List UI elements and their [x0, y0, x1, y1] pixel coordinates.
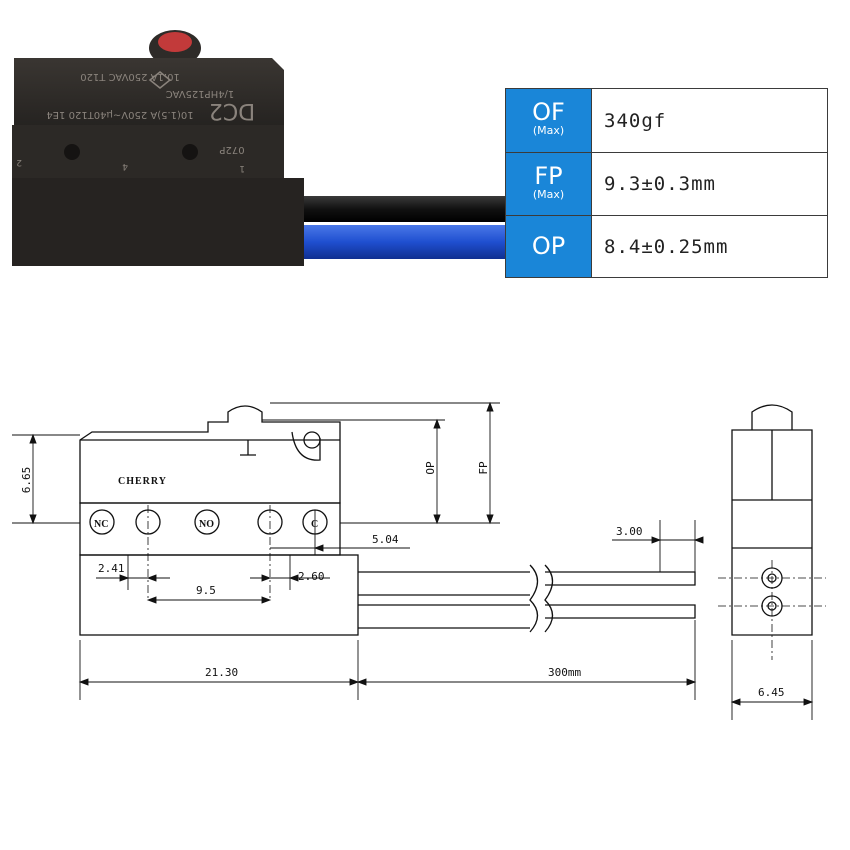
dim-wire-spacing: 3.00 — [616, 525, 643, 538]
spec-key-label: OF — [532, 98, 565, 126]
marking-rating-3: 10(1.5)A 250V~μ40T120 1E4 — [46, 109, 193, 120]
terminal-c-label: C — [311, 519, 318, 530]
spec-value-of: 340gf — [604, 109, 667, 132]
marking-term-1: 1 — [239, 163, 245, 173]
marking-term-3: 4 — [122, 161, 128, 171]
spec-row-fp: FP (Max) 9.3±0.3mm — [506, 152, 827, 215]
dim-c-pitch: 2.60 — [298, 570, 325, 583]
spec-value-op: 8.4±0.25mm — [604, 235, 729, 258]
spec-key-qualifier: (Max) — [532, 124, 565, 137]
logo-mark-icon — [148, 71, 172, 89]
marking-term-2: 2 — [16, 157, 22, 167]
terminal-no-label: NO — [199, 519, 214, 530]
dim-height: 6.65 — [20, 467, 33, 494]
dim-width: 6.45 — [758, 686, 785, 699]
marking-model: DC2 — [209, 98, 255, 123]
spec-key-op: OP — [506, 216, 592, 277]
dim-pitch: 9.5 — [196, 584, 216, 597]
marking-rating-2: 1/4HP125VAC — [166, 88, 235, 99]
black-wire — [282, 196, 510, 222]
blue-wire — [282, 225, 510, 259]
dim-length: 21.30 — [205, 666, 238, 679]
spec-row-of: OF (Max) 340gf — [506, 89, 827, 152]
spec-row-op: OP 8.4±0.25mm — [506, 215, 827, 277]
spec-key-of: OF (Max) — [506, 89, 592, 152]
switch-body-middle — [12, 125, 284, 180]
spec-table: OF (Max) 340gf FP (Max) 9.3±0.3mm OP 8.4… — [505, 88, 828, 278]
terminal-nc-label: NC — [94, 519, 108, 530]
switch-body-base — [12, 178, 304, 266]
product-photo: 10.1A 250VAC T120 1/4HP125VAC 10(1.5)A 2… — [12, 30, 510, 266]
side-view — [731, 429, 813, 636]
dim-nc-offset: 2.41 — [98, 562, 125, 575]
dim-fp: FP — [477, 461, 490, 475]
spec-key-label: OP — [531, 232, 566, 260]
spec-key-qualifier: (Max) — [532, 188, 565, 201]
marking-rating-1: 10.1A 250VAC T120 — [80, 71, 180, 82]
technical-drawing: CHERRY NC NO C 6.65 OP FP 5.04 2.41 9.5 … — [12, 401, 826, 720]
spec-value-fp: 9.3±0.3mm — [604, 173, 716, 195]
spec-key-fp: FP (Max) — [506, 153, 592, 215]
dim-cable: 300mm — [548, 666, 581, 679]
wire-outline — [358, 571, 530, 629]
red-plunger-icon — [158, 32, 192, 52]
spec-key-label: FP — [534, 162, 563, 190]
dim-op: OP — [424, 461, 437, 475]
front-view-top — [79, 405, 341, 504]
dim-c-offset: 5.04 — [372, 533, 399, 546]
marking-code: 072P — [219, 144, 244, 155]
brand-label: CHERRY — [118, 476, 167, 487]
switch-body-upper — [14, 58, 284, 140]
